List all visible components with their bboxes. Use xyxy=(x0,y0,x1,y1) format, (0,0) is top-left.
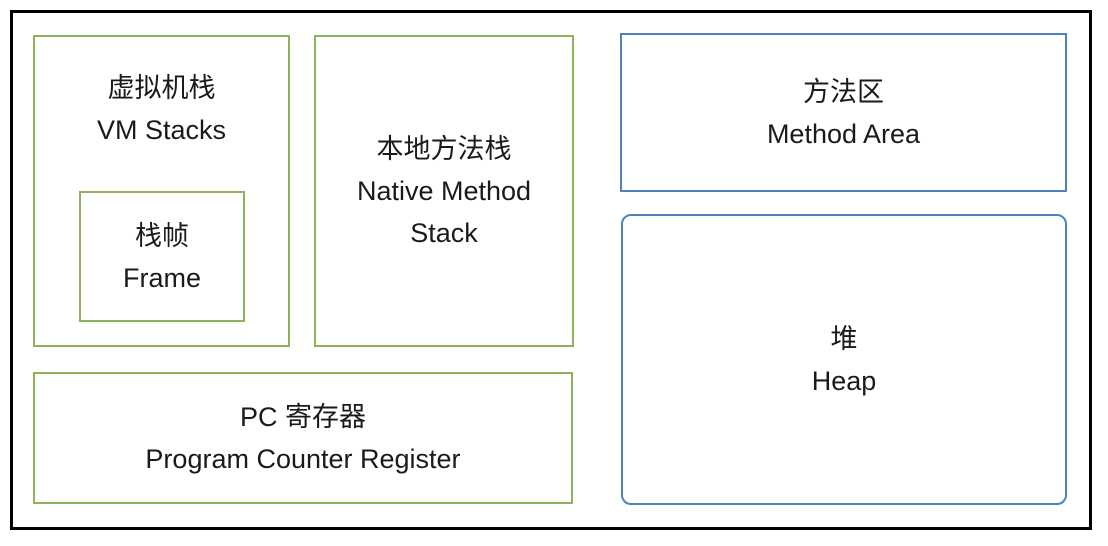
vm-stacks-box: 虚拟机栈 VM Stacks 栈帧 Frame xyxy=(33,35,290,347)
frame-box: 栈帧 Frame xyxy=(79,191,245,322)
pc-register-label-zh: PC 寄存器 xyxy=(239,402,366,432)
native-method-stack-box: 本地方法栈 Native Method Stack xyxy=(314,35,574,347)
pc-register-box: PC 寄存器 Program Counter Register xyxy=(33,372,573,504)
vm-stacks-label-en: VM Stacks xyxy=(96,115,227,145)
method-area-box: 方法区 Method Area xyxy=(620,33,1067,192)
heap-label-zh: 堆 xyxy=(830,323,858,354)
pc-register-label-en: Program Counter Register xyxy=(145,444,461,474)
frame-label-en: Frame xyxy=(122,262,201,293)
frame-label-zh: 栈帧 xyxy=(135,220,189,251)
method-area-label-en: Method Area xyxy=(766,118,921,149)
native-method-stack-label-en: Native Method Stack xyxy=(356,176,532,248)
native-method-stack-label-zh: 本地方法栈 xyxy=(376,134,512,164)
heap-label-en: Heap xyxy=(811,365,877,396)
runtime-data-areas-frame: 虚拟机栈 VM Stacks 栈帧 Frame 本地方法栈 Native Met… xyxy=(10,10,1092,530)
vm-stacks-label-zh: 虚拟机栈 xyxy=(107,73,216,103)
heap-box: 堆 Heap xyxy=(621,214,1067,505)
method-area-label-zh: 方法区 xyxy=(803,76,884,107)
